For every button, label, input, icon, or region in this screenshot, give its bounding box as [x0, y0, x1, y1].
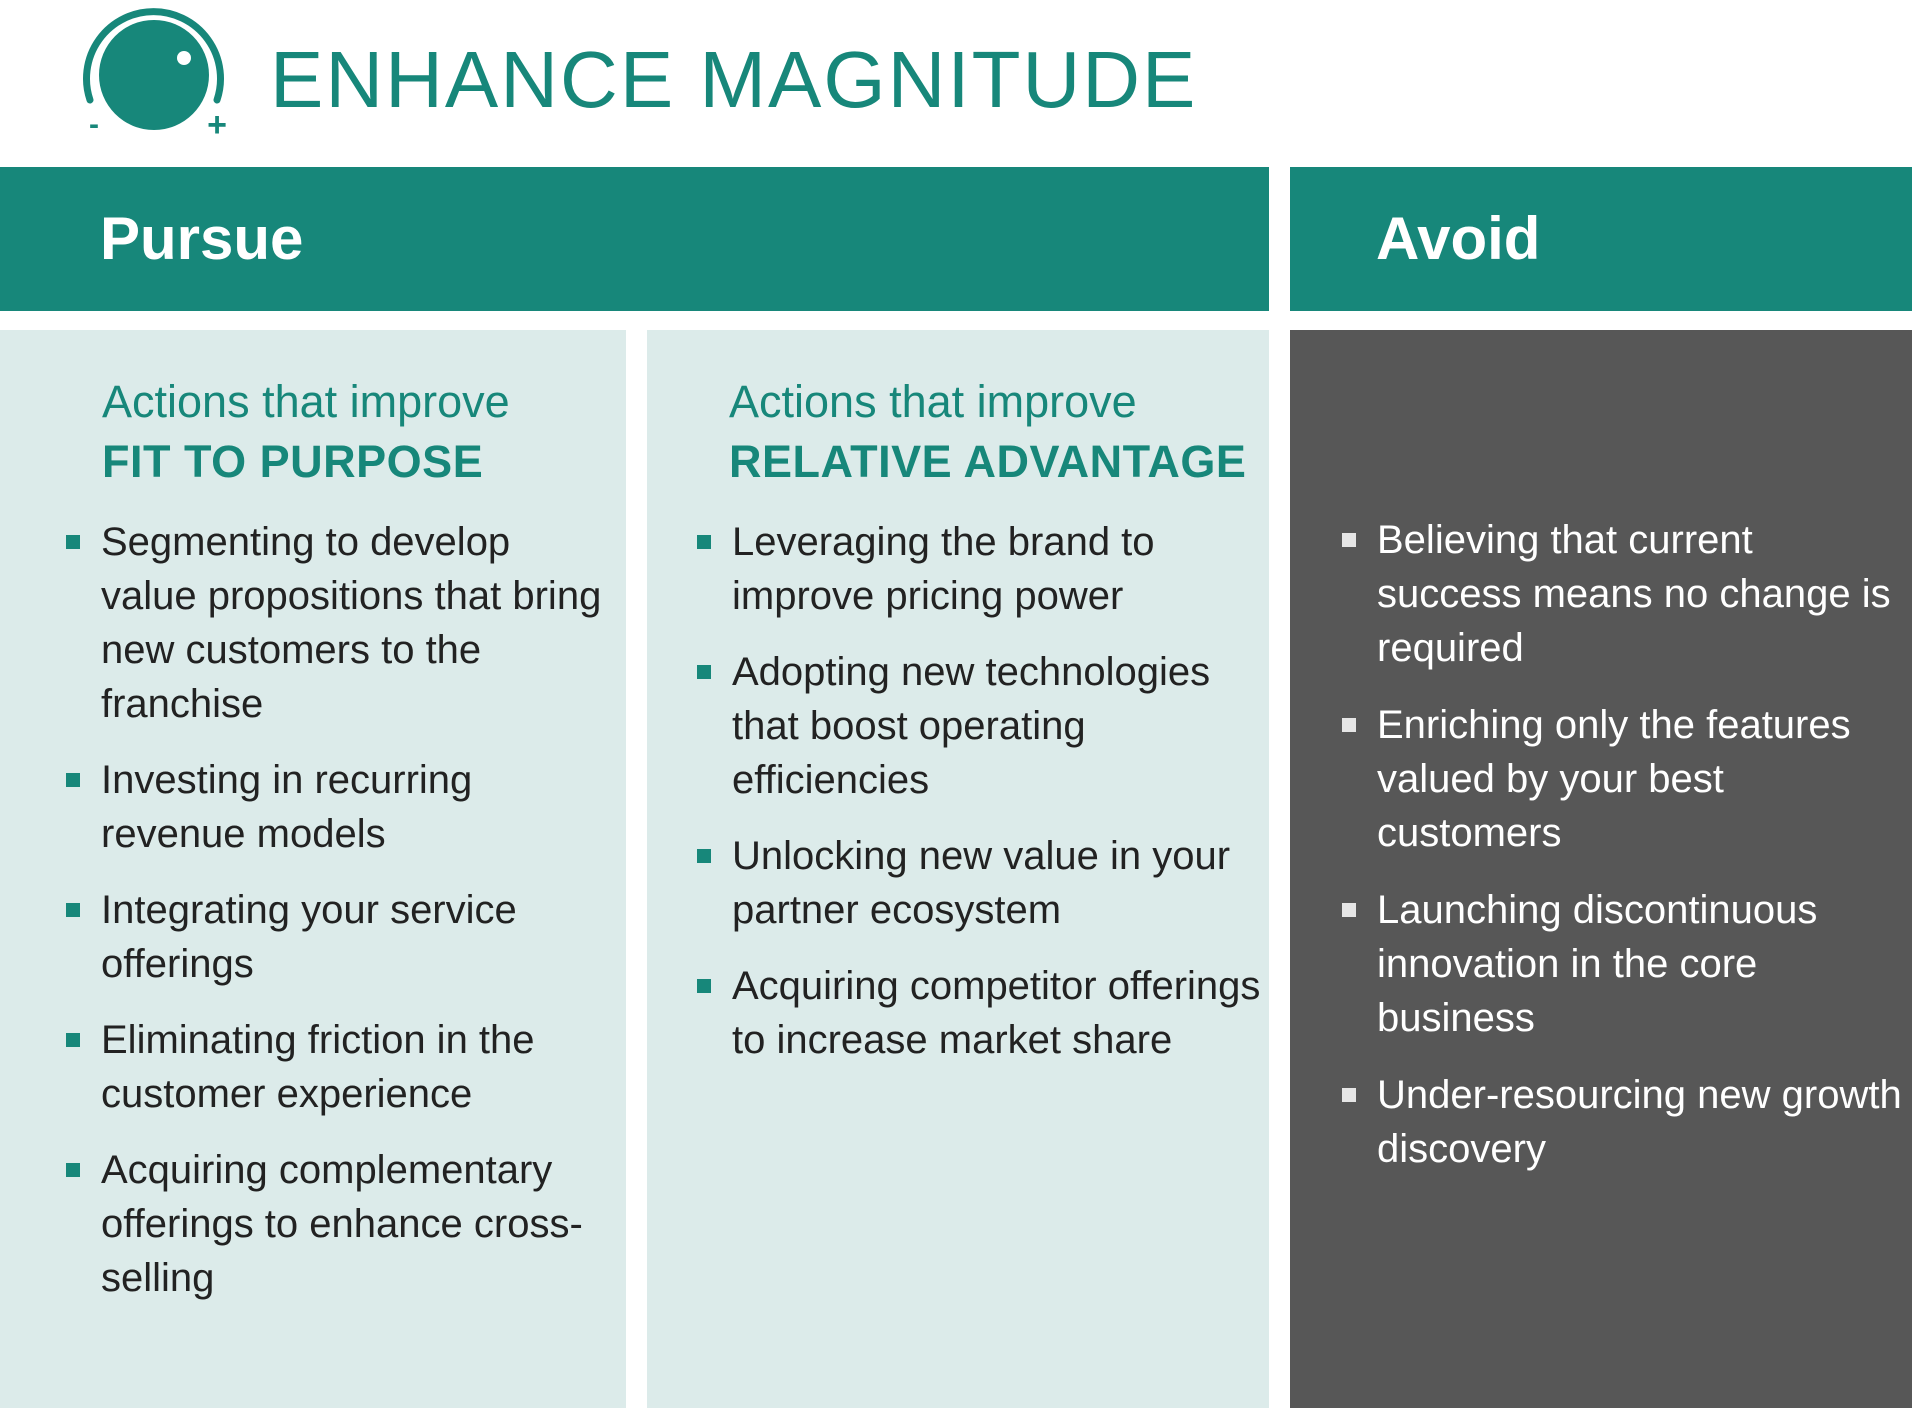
logo-minus-label: -: [89, 108, 99, 140]
list-item-text: Acquiring competitor offerings to increa…: [732, 964, 1261, 1062]
list-item-text: Eliminating friction in the customer exp…: [101, 1018, 535, 1116]
bullet-square-icon: [1342, 533, 1356, 547]
list-item: Integrating your service offerings: [66, 883, 606, 991]
list-item: Acquiring competitor offerings to increa…: [697, 959, 1262, 1067]
avoid-label: Avoid: [1376, 205, 1541, 272]
list-item: Investing in recurring revenue models: [66, 753, 606, 861]
fit-heading-light: Actions that improve: [102, 376, 510, 427]
bullet-square-icon: [66, 535, 80, 549]
list-item: Under-resourcing new growth discovery: [1342, 1068, 1902, 1176]
fit-heading-bold: FIT TO PURPOSE: [102, 436, 484, 487]
relative-heading-bold: RELATIVE ADVANTAGE: [729, 436, 1247, 487]
list-item: Segmenting to develop value propositions…: [66, 515, 606, 731]
list-item: Unlocking new value in your partner ecos…: [697, 829, 1262, 937]
dial-knob-icon: - +: [83, 8, 227, 140]
pursue-band: Pursue: [0, 167, 1269, 311]
list-item: Adopting new technologies that boost ope…: [697, 645, 1262, 807]
list-item-text: Segmenting to develop value propositions…: [101, 520, 602, 726]
relative-advantage-list: Leveraging the brand to improve pricing …: [697, 515, 1262, 1089]
bullet-square-icon: [697, 665, 711, 679]
bullet-square-icon: [66, 903, 80, 917]
list-item-text: Under-resourcing new growth discovery: [1377, 1073, 1902, 1171]
bullet-square-icon: [66, 1033, 80, 1047]
avoid-column: Believing that current success means no …: [1290, 330, 1912, 1408]
list-item-text: Leveraging the brand to improve pricing …: [732, 520, 1155, 618]
pursue-label: Pursue: [100, 205, 304, 272]
list-item: Believing that current success means no …: [1342, 513, 1902, 675]
bullet-square-icon: [1342, 718, 1356, 732]
list-item-text: Launching discontinuous innovation in th…: [1377, 888, 1818, 1040]
bullet-square-icon: [1342, 903, 1356, 917]
page-title: ENHANCE MAGNITUDE: [270, 35, 1198, 124]
fit-to-purpose-column: Actions that improve FIT TO PURPOSE Segm…: [0, 330, 626, 1408]
list-item-text: Unlocking new value in your partner ecos…: [732, 834, 1231, 932]
list-item-text: Believing that current success means no …: [1377, 518, 1891, 670]
list-item-text: Enriching only the features valued by yo…: [1377, 703, 1851, 855]
list-item: Enriching only the features valued by yo…: [1342, 698, 1902, 860]
bullet-square-icon: [66, 1163, 80, 1177]
bullet-square-icon: [697, 849, 711, 863]
list-item-text: Acquiring complementary offerings to enh…: [101, 1148, 583, 1300]
bullet-square-icon: [697, 535, 711, 549]
fit-to-purpose-heading: Actions that improve FIT TO PURPOSE: [102, 372, 510, 492]
relative-advantage-column: Actions that improve RELATIVE ADVANTAGE …: [647, 330, 1269, 1408]
list-item: Eliminating friction in the customer exp…: [66, 1013, 606, 1121]
list-item-text: Integrating your service offerings: [101, 888, 517, 986]
list-item-text: Adopting new technologies that boost ope…: [732, 650, 1211, 802]
list-item: Acquiring complementary offerings to enh…: [66, 1143, 606, 1305]
logo-plus-label: +: [207, 106, 227, 140]
avoid-band: Avoid: [1290, 167, 1912, 311]
relative-heading-light: Actions that improve: [729, 376, 1137, 427]
list-item: Leveraging the brand to improve pricing …: [697, 515, 1262, 623]
bullet-square-icon: [697, 979, 711, 993]
avoid-list: Believing that current success means no …: [1342, 513, 1902, 1199]
fit-to-purpose-list: Segmenting to develop value propositions…: [66, 515, 606, 1327]
list-item: Launching discontinuous innovation in th…: [1342, 883, 1902, 1045]
bullet-square-icon: [1342, 1088, 1356, 1102]
list-item-text: Investing in recurring revenue models: [101, 758, 473, 856]
bullet-square-icon: [66, 773, 80, 787]
relative-advantage-heading: Actions that improve RELATIVE ADVANTAGE: [729, 372, 1246, 492]
